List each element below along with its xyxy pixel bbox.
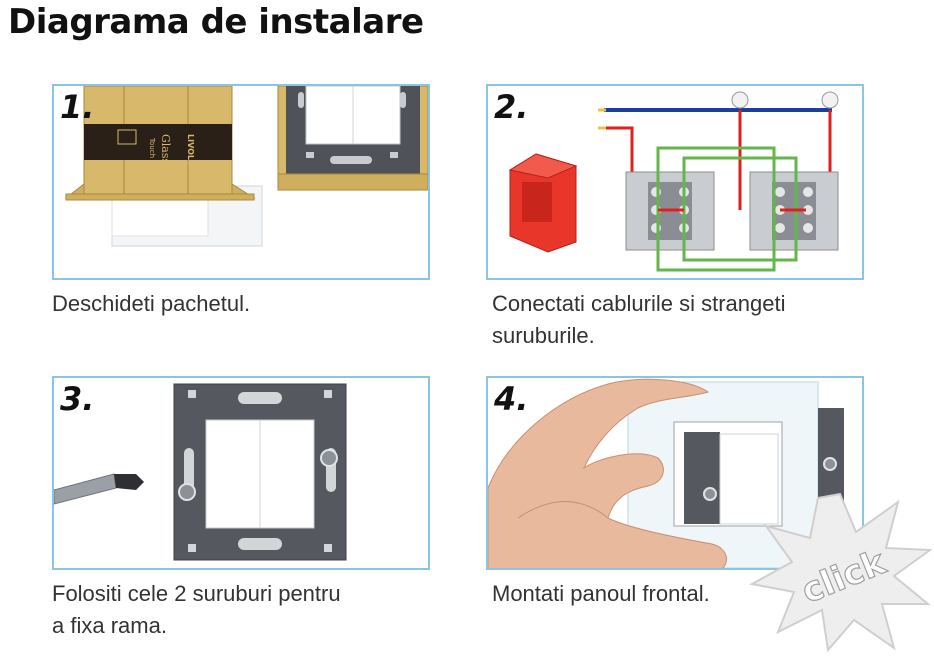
step-1-number: 1. xyxy=(60,88,95,126)
step-2-panel: 2. xyxy=(486,84,864,280)
step-2-caption: Conectati cablurile si strangeti surubur… xyxy=(492,288,872,352)
frame-screw-illustration xyxy=(54,383,347,561)
page-title: Diagrama de instalare xyxy=(8,2,424,42)
step-3-panel: 3. xyxy=(52,376,430,570)
step-1-panel: 1. Touch switch Glass LIVOLO xyxy=(52,84,430,280)
step-2-caption-line-2: suruburile. xyxy=(492,323,595,348)
step-4-panel: 4. xyxy=(486,376,864,570)
box-text-glass: Glass xyxy=(159,134,172,165)
step-3-caption: Folositi cele 2 suruburi pentru a fixa r… xyxy=(52,578,432,642)
click-badge: click xyxy=(749,492,932,652)
box-text-touch: Touch switch xyxy=(148,137,156,183)
step-4-caption: Montati panoul frontal. xyxy=(492,578,872,610)
step-3-caption-line-2: a fixa rama. xyxy=(52,613,167,638)
step-4-number: 4. xyxy=(494,380,529,418)
step-4-caption-line-1: Montati panoul frontal. xyxy=(492,581,710,606)
wiring-diagram xyxy=(508,91,839,272)
step-1-caption: Deschideti pachetul. xyxy=(52,288,432,320)
step-1-caption-line-1: Deschideti pachetul. xyxy=(52,291,251,316)
box-text-brand: LIVOLO xyxy=(186,134,195,167)
step-2-number: 2. xyxy=(494,88,529,126)
step-3-number: 3. xyxy=(60,380,95,418)
step-2-caption-line-1: Conectati cablurile si strangeti xyxy=(492,291,786,316)
step-3-caption-line-1: Folositi cele 2 suruburi pentru xyxy=(52,581,341,606)
package-illustration: Touch switch Glass LIVOLO xyxy=(64,86,428,247)
